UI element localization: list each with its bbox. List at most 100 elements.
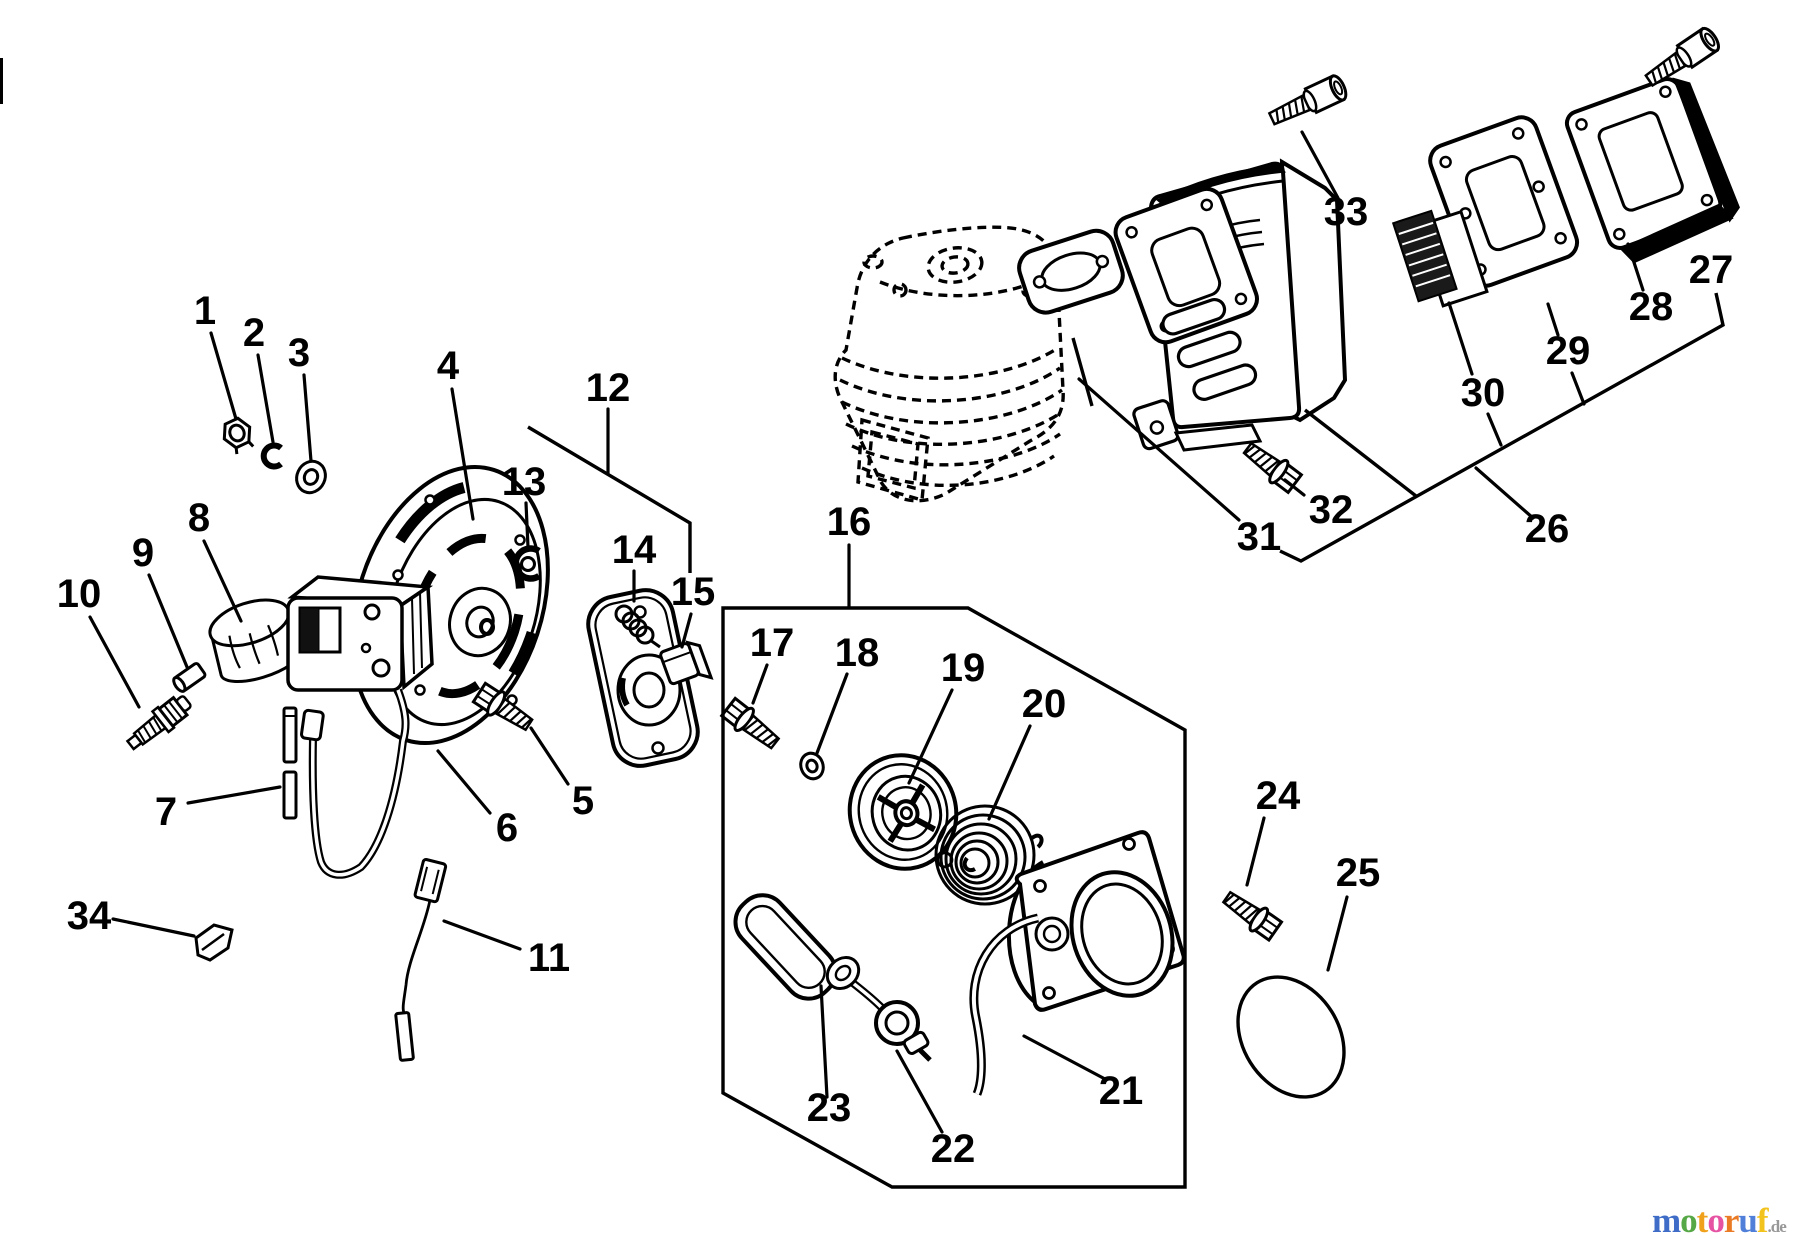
starter-grip-drawing xyxy=(733,893,861,1001)
flywheel-nut-drawing xyxy=(222,416,255,455)
part-callout-21: 21 xyxy=(1099,1069,1144,1113)
exhaust-gasket-drawing xyxy=(1017,228,1125,315)
part-callout-33: 33 xyxy=(1324,190,1369,234)
leader-line-28 xyxy=(1626,242,1645,292)
flat-washer-drawing xyxy=(295,459,327,495)
leader-line-7 xyxy=(186,785,282,805)
leader-line-19 xyxy=(907,688,954,785)
part-callout-8: 8 xyxy=(188,496,210,540)
part-callout-13: 13 xyxy=(502,460,547,504)
muffler-drawing xyxy=(1113,158,1348,452)
e-clip-drawing xyxy=(512,545,541,582)
leader-line-3 xyxy=(302,373,313,463)
leader-line-33 xyxy=(1300,130,1340,200)
part-callout-25: 25 xyxy=(1336,851,1381,895)
assembly-bracket-27 xyxy=(1279,292,1725,563)
part-callout-17: 17 xyxy=(750,621,795,665)
cylinder-hanger-line xyxy=(1071,337,1094,407)
rope-grommet-drawing xyxy=(874,1000,930,1055)
part-callout-5: 5 xyxy=(572,779,594,823)
assembly-bracket-12 xyxy=(527,425,692,573)
leader-line-30 xyxy=(1447,301,1474,376)
recoil-starter-boundary-box xyxy=(721,606,1187,1189)
leader-line-8 xyxy=(202,539,243,623)
pawl-carrier-plate-drawing xyxy=(586,588,700,768)
housing-screw-24-drawing xyxy=(1217,884,1285,944)
leader-line-1 xyxy=(209,331,238,421)
part-callout-32: 32 xyxy=(1309,488,1354,532)
switch-terminal-drawing xyxy=(659,640,714,686)
muffler-screw-33-drawing xyxy=(1264,72,1351,133)
part-callout-28: 28 xyxy=(1629,285,1674,329)
spark-arrestor-screen-drawing xyxy=(1391,209,1489,308)
part-callout-7: 7 xyxy=(155,790,177,834)
pawl-spring-drawing xyxy=(614,604,661,649)
leader-line-29 xyxy=(1570,371,1586,406)
part-callout-16: 16 xyxy=(827,500,872,544)
part-callout-34: 34 xyxy=(67,894,112,938)
leader-line-17 xyxy=(751,663,769,705)
part-callout-14: 14 xyxy=(612,528,657,572)
insulator-sleeve-drawing xyxy=(172,662,207,693)
retaining-clip-drawing xyxy=(194,923,234,962)
part-callout-9: 9 xyxy=(132,531,154,575)
leader-line-30 xyxy=(1486,412,1503,447)
scan-artifact xyxy=(0,58,3,104)
part-callout-22: 22 xyxy=(931,1127,976,1171)
starter-housing-drawing xyxy=(1007,830,1186,1012)
starter-screw-17-drawing xyxy=(718,694,785,756)
part-callout-12: 12 xyxy=(586,366,631,410)
part-callout-23: 23 xyxy=(807,1086,852,1130)
leader-line-11 xyxy=(442,919,522,951)
leader-line-20 xyxy=(987,724,1032,821)
part-callout-24: 24 xyxy=(1256,774,1301,818)
part-callout-20: 20 xyxy=(1022,682,1067,726)
part-callout-26: 26 xyxy=(1525,507,1570,551)
leader-line-13 xyxy=(524,501,530,549)
leader-line-31 xyxy=(1077,377,1241,522)
part-callout-31: 31 xyxy=(1237,515,1282,559)
ignition-coil-drawing xyxy=(286,575,434,879)
leader-line-29 xyxy=(1546,302,1560,337)
leader-line-25 xyxy=(1326,895,1349,972)
starter-cover-disc-drawing xyxy=(1236,975,1346,1099)
muffler-bracket-plate-drawing xyxy=(1564,77,1740,264)
leader-line-22 xyxy=(895,1049,944,1134)
leader-line-18 xyxy=(815,672,849,755)
leader-line-5 xyxy=(529,726,570,786)
part-callout-6: 6 xyxy=(496,806,518,850)
part-callout-27: 27 xyxy=(1689,248,1734,292)
part-callout-3: 3 xyxy=(288,331,310,375)
leader-line-15 xyxy=(680,612,693,649)
leader-line-4 xyxy=(450,387,475,521)
watermark-logo: motoruf.de xyxy=(1652,1201,1787,1240)
leader-line-6 xyxy=(436,749,492,815)
part-callout-4: 4 xyxy=(437,344,460,388)
part-callout-30: 30 xyxy=(1461,371,1506,415)
lock-washer-drawing xyxy=(260,442,283,470)
leader-line-21 xyxy=(1022,1034,1107,1081)
part-callout-19: 19 xyxy=(941,646,986,690)
part-callout-11: 11 xyxy=(528,936,570,980)
switch-wire-drawing xyxy=(394,858,448,1062)
spark-plug-drawing xyxy=(125,695,192,751)
part-callout-1: 1 xyxy=(194,289,216,333)
vent-tube-drawing xyxy=(282,706,298,820)
part-callout-29: 29 xyxy=(1546,329,1591,373)
leader-line-10 xyxy=(88,615,141,709)
leader-line-24 xyxy=(1245,816,1266,887)
leader-line-32 xyxy=(1283,478,1306,497)
part-callout-15: 15 xyxy=(671,570,716,614)
part-callout-2: 2 xyxy=(243,311,265,355)
starter-washer-drawing xyxy=(799,751,825,781)
leader-line-2 xyxy=(256,353,275,444)
muffler-hanger-line xyxy=(1303,408,1418,498)
leader-line-34 xyxy=(111,917,196,938)
part-callout-18: 18 xyxy=(835,631,880,675)
part-callout-10: 10 xyxy=(57,572,102,616)
leader-line-23 xyxy=(819,984,829,1099)
leader-line-26 xyxy=(1474,466,1535,520)
rewind-spring-drawing xyxy=(934,804,1044,906)
leader-line-9 xyxy=(147,573,189,669)
